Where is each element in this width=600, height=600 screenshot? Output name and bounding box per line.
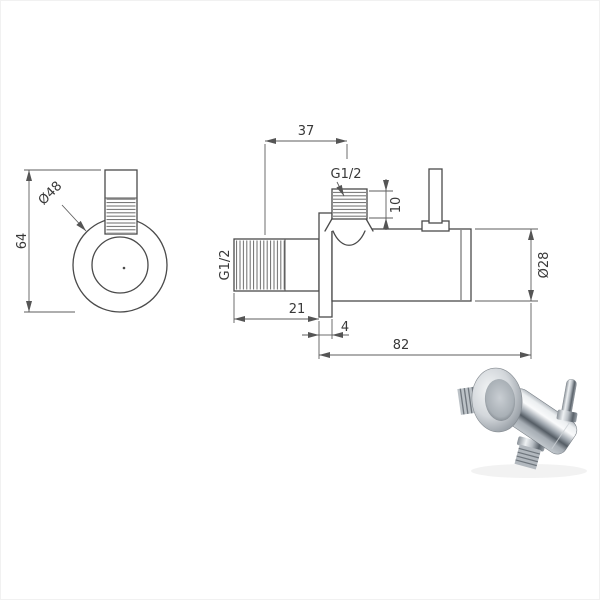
outlet-cone-fill <box>325 217 373 231</box>
top-outlet-thread-hatch <box>333 190 366 218</box>
total-length-label: 82 <box>393 338 410 353</box>
stem-shaft <box>428 168 443 224</box>
label-top-thread: G1/2 <box>331 167 362 197</box>
dimension-top-offset: 37 <box>264 124 348 235</box>
dimension-inlet-length: 21 <box>233 293 319 323</box>
photo-bottom-outlet <box>514 436 546 470</box>
dimension-flange-thickness: 4 <box>302 319 349 339</box>
top-thread-label: G1/2 <box>331 167 362 182</box>
leader-line <box>61 204 87 232</box>
body-diameter-label: Ø28 <box>537 252 552 279</box>
flange-thickness-label: 4 <box>341 320 349 335</box>
inlet-thread-label: G1/2 <box>218 250 233 281</box>
dimension-body-diameter: Ø28 <box>475 228 552 302</box>
stem-thread-hatch <box>106 198 136 233</box>
front-height-label: 64 <box>15 233 30 250</box>
dimension-front-diameter: Ø48 <box>36 179 87 232</box>
product-photo <box>457 367 587 478</box>
center-mark <box>122 266 126 270</box>
dimension-front-height: 64 <box>15 169 101 313</box>
flange-inner-circle <box>91 236 149 294</box>
leader-line <box>336 181 345 197</box>
front-diameter-label: Ø48 <box>36 179 66 209</box>
photo-shadow <box>471 464 587 478</box>
side-view: 37 G1/2 10 G1/2 21 <box>218 124 552 359</box>
top-thread-length-label: 10 <box>389 197 404 214</box>
photo-flange-inner <box>484 379 516 421</box>
front-view: Ø48 64 <box>15 169 168 313</box>
top-offset-label: 37 <box>298 124 315 139</box>
valve-seat-arc <box>332 230 366 246</box>
dimension-total-length: 82 <box>318 303 532 359</box>
dimension-top-thread-length: 10 <box>369 179 404 230</box>
inlet-thread-hatch <box>235 240 285 290</box>
valve-body <box>331 228 472 302</box>
photo-handle-nut <box>556 409 578 423</box>
inlet-length-label: 21 <box>289 302 306 317</box>
